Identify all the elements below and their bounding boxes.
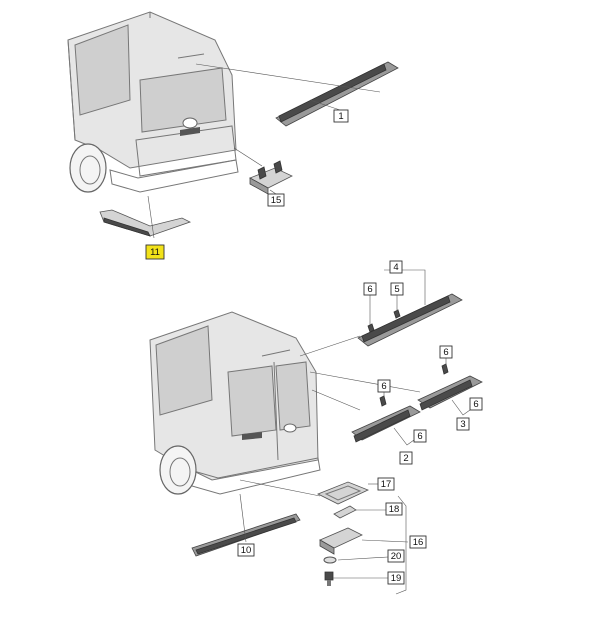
svg-text:2: 2 (403, 453, 408, 464)
svg-text:6: 6 (473, 399, 478, 410)
callout-10[interactable]: 10 (237, 543, 255, 557)
part-10-bumper-strip (191, 513, 301, 557)
callout-18[interactable]: 18 (385, 502, 403, 516)
svg-text:5: 5 (394, 284, 399, 295)
svg-text:19: 19 (391, 573, 402, 584)
callout-2[interactable]: 2 (399, 451, 413, 465)
svg-text:6: 6 (417, 431, 422, 442)
svg-text:6: 6 (381, 381, 386, 392)
svg-text:17: 17 (381, 479, 392, 490)
callout-20[interactable]: 20 (387, 549, 405, 563)
callout-16[interactable]: 16 (409, 535, 427, 549)
callout-17[interactable]: 17 (377, 477, 395, 491)
callout-5[interactable]: 5 (390, 282, 404, 296)
part-17-license-lens (317, 481, 370, 505)
callout-6-tail-left[interactable]: 6 (413, 429, 427, 443)
part-3-tail-light (417, 363, 483, 411)
svg-text:20: 20 (391, 551, 402, 562)
part-1-brake-light (275, 61, 399, 127)
callout-11[interactable]: 11 (145, 244, 165, 260)
callout-6-screw-top-left[interactable]: 6 (363, 282, 377, 296)
svg-text:6: 6 (367, 284, 372, 295)
part-20-washer (323, 556, 337, 564)
part-19-screw (324, 571, 334, 586)
svg-text:3: 3 (460, 419, 465, 430)
svg-text:10: 10 (241, 545, 252, 556)
vehicle-top (67, 11, 239, 193)
part-16-socket (319, 527, 363, 555)
svg-text:11: 11 (150, 247, 160, 258)
callout-3[interactable]: 3 (456, 417, 470, 431)
svg-text:1: 1 (338, 111, 343, 122)
svg-text:15: 15 (271, 195, 282, 206)
callout-6-tail-right[interactable]: 6 (469, 397, 483, 411)
callout-15[interactable]: 15 (267, 193, 285, 207)
callout-19[interactable]: 19 (387, 571, 405, 585)
vehicle-bottom (149, 311, 321, 495)
callout-6-screw-left[interactable]: 6 (377, 379, 391, 393)
part-4-brake-light-assembly (357, 293, 463, 347)
svg-text:18: 18 (389, 504, 400, 515)
part-2-tail-light (351, 395, 421, 443)
part-11-reflector-strip (99, 209, 192, 237)
svg-text:16: 16 (413, 537, 424, 548)
callout-6-screw-right[interactable]: 6 (439, 345, 453, 359)
part-15-plate-light (249, 160, 293, 195)
svg-text:4: 4 (393, 262, 398, 273)
callout-1[interactable]: 1 (333, 109, 349, 123)
callout-4[interactable]: 4 (389, 260, 403, 274)
part-18-bulb (333, 505, 357, 519)
svg-text:6: 6 (443, 347, 448, 358)
